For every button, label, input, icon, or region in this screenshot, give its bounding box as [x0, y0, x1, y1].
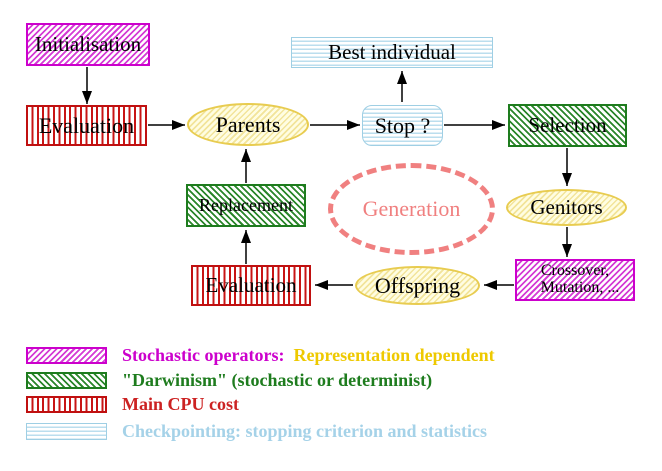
legend-label-darwinism: "Darwinism" (stochastic or determinist) [122, 369, 433, 390]
node-best-individual: Best individual [291, 37, 493, 68]
node-crossover-mutation: Crossover, Mutation, ... [515, 259, 635, 301]
legend-label-cpu-cost: Main CPU cost [122, 393, 239, 414]
node-offspring: Offspring [355, 266, 480, 305]
crossover-line1: Crossover, [540, 262, 610, 280]
node-stop: Stop ? [362, 105, 443, 146]
node-evaluation-top: Evaluation [26, 105, 147, 146]
node-replacement: Replacement [186, 184, 306, 227]
legend-swatch-checkpointing [26, 422, 107, 440]
legend-row-darwinism: "Darwinism" (stochastic or determinist) [26, 370, 432, 390]
legend-label-checkpointing: Checkpointing: stopping criterion and st… [122, 420, 488, 441]
legend-swatch-stochastic-operators [26, 346, 107, 364]
legend-row-checkpointing: Checkpointing: stopping criterion and st… [26, 421, 487, 441]
node-selection: Selection [508, 104, 627, 147]
legend-swatch-darwinism [26, 371, 107, 389]
legend-label-stochastic-operators: Stochastic operators: [122, 344, 285, 365]
legend-row-cpu-cost: Main CPU cost [26, 394, 239, 414]
node-genitors: Genitors [506, 189, 627, 226]
node-evaluation-bottom: Evaluation [191, 265, 311, 306]
node-parents: Parents [187, 103, 309, 146]
legend-row-stochastic: Stochastic operators: Representation dep… [26, 345, 495, 365]
legend-swatch-cpu-cost [26, 395, 107, 413]
crossover-line2: Mutation, ... [540, 279, 620, 296]
node-initialisation: Initialisation [26, 23, 150, 66]
legend-label-representation-dependent: Representation dependent [293, 344, 495, 365]
node-generation: Generation [328, 163, 495, 255]
